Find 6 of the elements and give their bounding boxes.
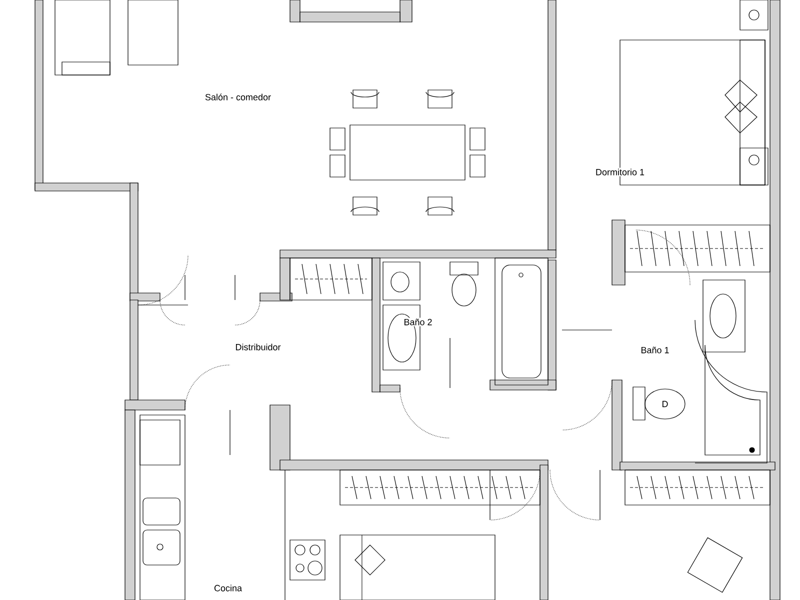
room-label: Distribuidor [234, 342, 282, 352]
room-label: Cocina [213, 584, 243, 592]
room-label: Baño 1 [640, 346, 670, 354]
room-label: Dormitorio 1 [594, 168, 646, 176]
room-label: Salón - comedor [204, 92, 272, 102]
room-label: Baño 2 [402, 318, 434, 326]
